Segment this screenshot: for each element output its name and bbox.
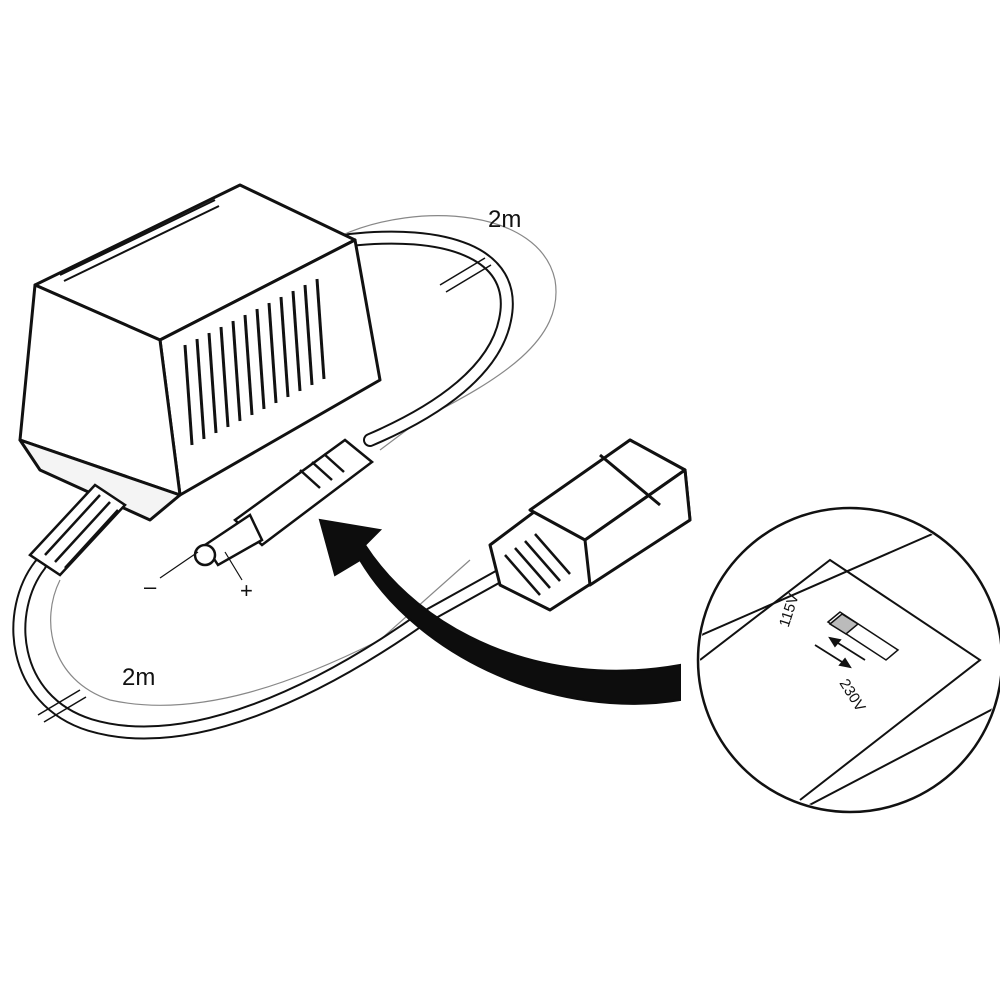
iec-connector [488, 438, 692, 612]
pointer-arrow [318, 518, 681, 705]
polarity-minus-label: – [144, 574, 157, 599]
adapter-top-vents [59, 199, 220, 282]
polarity-leaders [159, 551, 243, 581]
polarity-plus-label: + [240, 578, 253, 603]
adapter-body [18, 183, 382, 522]
voltage-slide-switch [826, 611, 900, 661]
voltage-arrows [814, 636, 866, 669]
dc-plug [193, 438, 375, 567]
voltage-switch-detail [696, 506, 1000, 814]
iec-connector-grip [504, 533, 571, 596]
cable-length-label-top: 2m [488, 206, 522, 233]
adapter-side-vents [183, 278, 326, 446]
dimension-loop-bottom [50, 559, 471, 706]
cable-break-marks [37, 257, 492, 723]
dimension-loop-top [339, 215, 557, 451]
adapter-strain-relief [28, 483, 127, 577]
cable-length-label-bottom: 2m [122, 664, 156, 691]
